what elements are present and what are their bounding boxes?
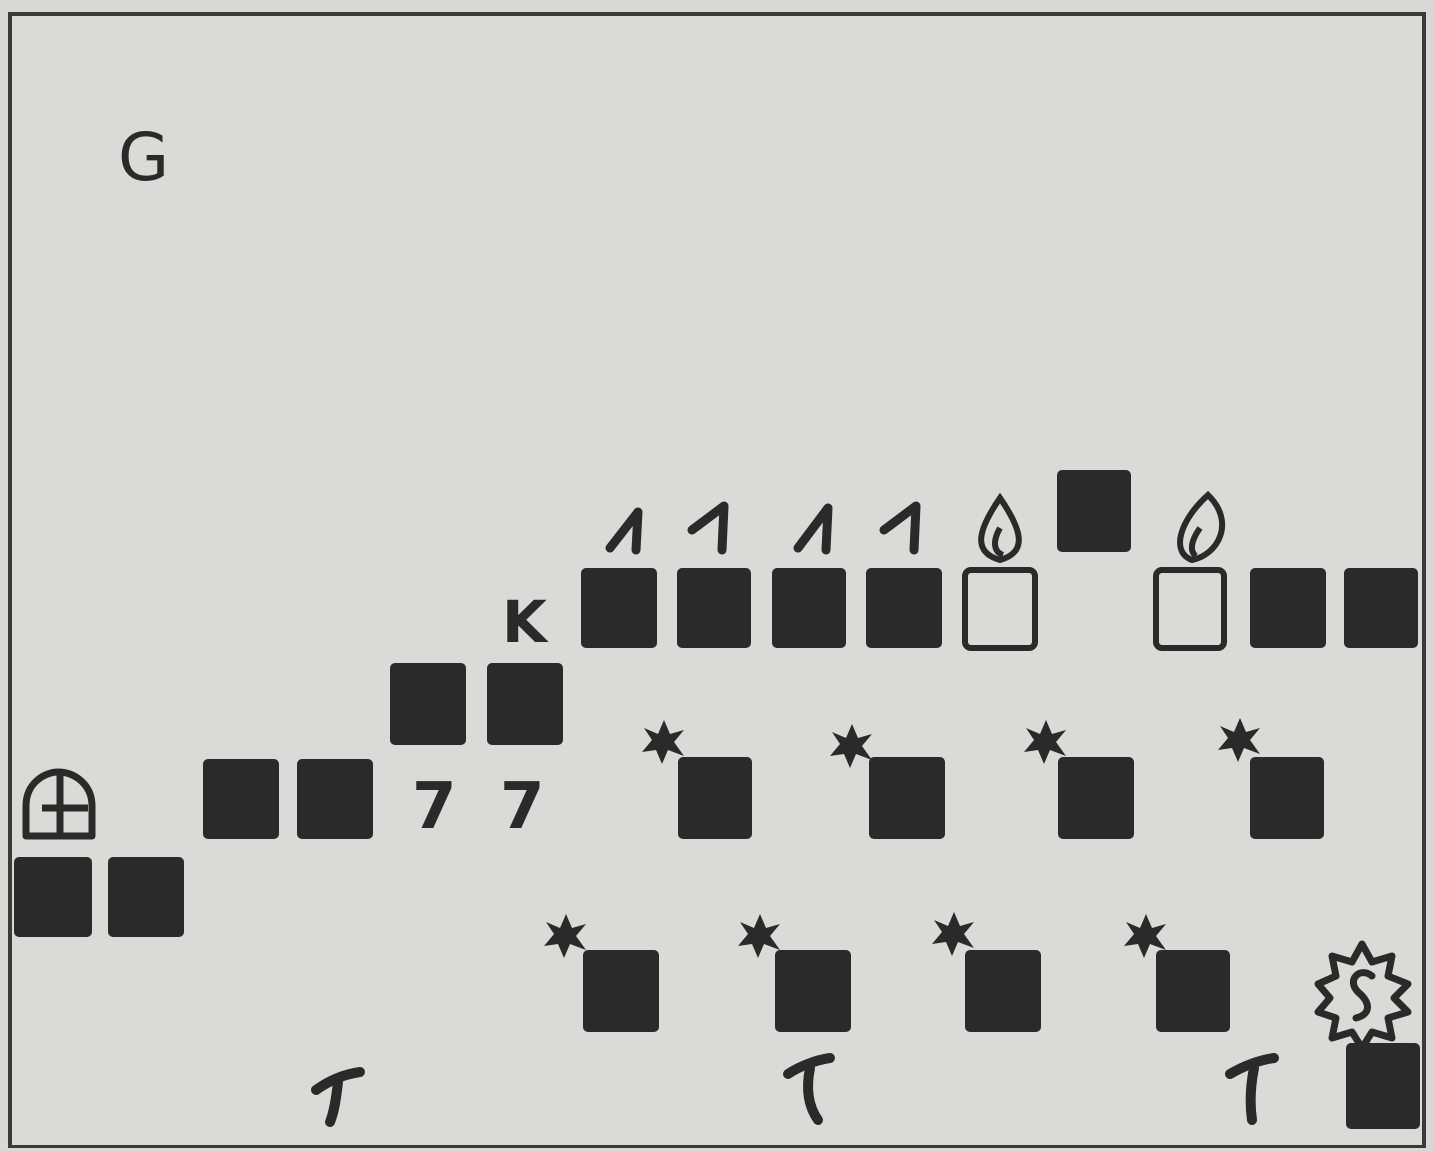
block (678, 757, 752, 839)
star-icon (642, 720, 684, 764)
block (108, 857, 184, 937)
sprout-icon (788, 1058, 830, 1120)
star-icon (1218, 718, 1260, 762)
block (583, 950, 659, 1032)
block (866, 568, 942, 648)
spike-icon (884, 506, 916, 550)
block (1250, 568, 1326, 648)
block (1156, 950, 1230, 1032)
block (677, 568, 751, 648)
exit-door-icon (26, 772, 92, 836)
spike-icon (798, 508, 828, 550)
spike-icon (610, 512, 638, 550)
block (14, 857, 92, 937)
star-icon (1024, 720, 1066, 764)
block (487, 663, 563, 745)
sprout-icon (1230, 1058, 1274, 1120)
seven-marker: 7 (500, 770, 545, 844)
star-icon (932, 912, 974, 956)
block (1344, 568, 1418, 648)
sprout-icon (316, 1072, 360, 1122)
block (1058, 757, 1134, 839)
star-icon (544, 914, 586, 958)
block (297, 759, 373, 839)
block (772, 568, 846, 648)
block (965, 950, 1041, 1032)
candle (1156, 495, 1224, 648)
candle (965, 498, 1035, 648)
block (1057, 470, 1131, 552)
block (775, 950, 851, 1032)
spike-icon (692, 506, 724, 550)
block (1250, 757, 1324, 839)
block (869, 757, 945, 839)
sun-icon (1318, 944, 1408, 1048)
block (581, 568, 657, 648)
sprouts-group (316, 1058, 1274, 1122)
key-marker: K (502, 588, 549, 656)
star-icon (830, 724, 872, 768)
level-label: G (118, 119, 169, 196)
block (203, 759, 279, 839)
star-icon (738, 914, 780, 958)
seven-marker: 7 (412, 770, 457, 844)
block (1346, 1043, 1420, 1129)
spikes-group (610, 506, 916, 550)
block (390, 663, 466, 745)
